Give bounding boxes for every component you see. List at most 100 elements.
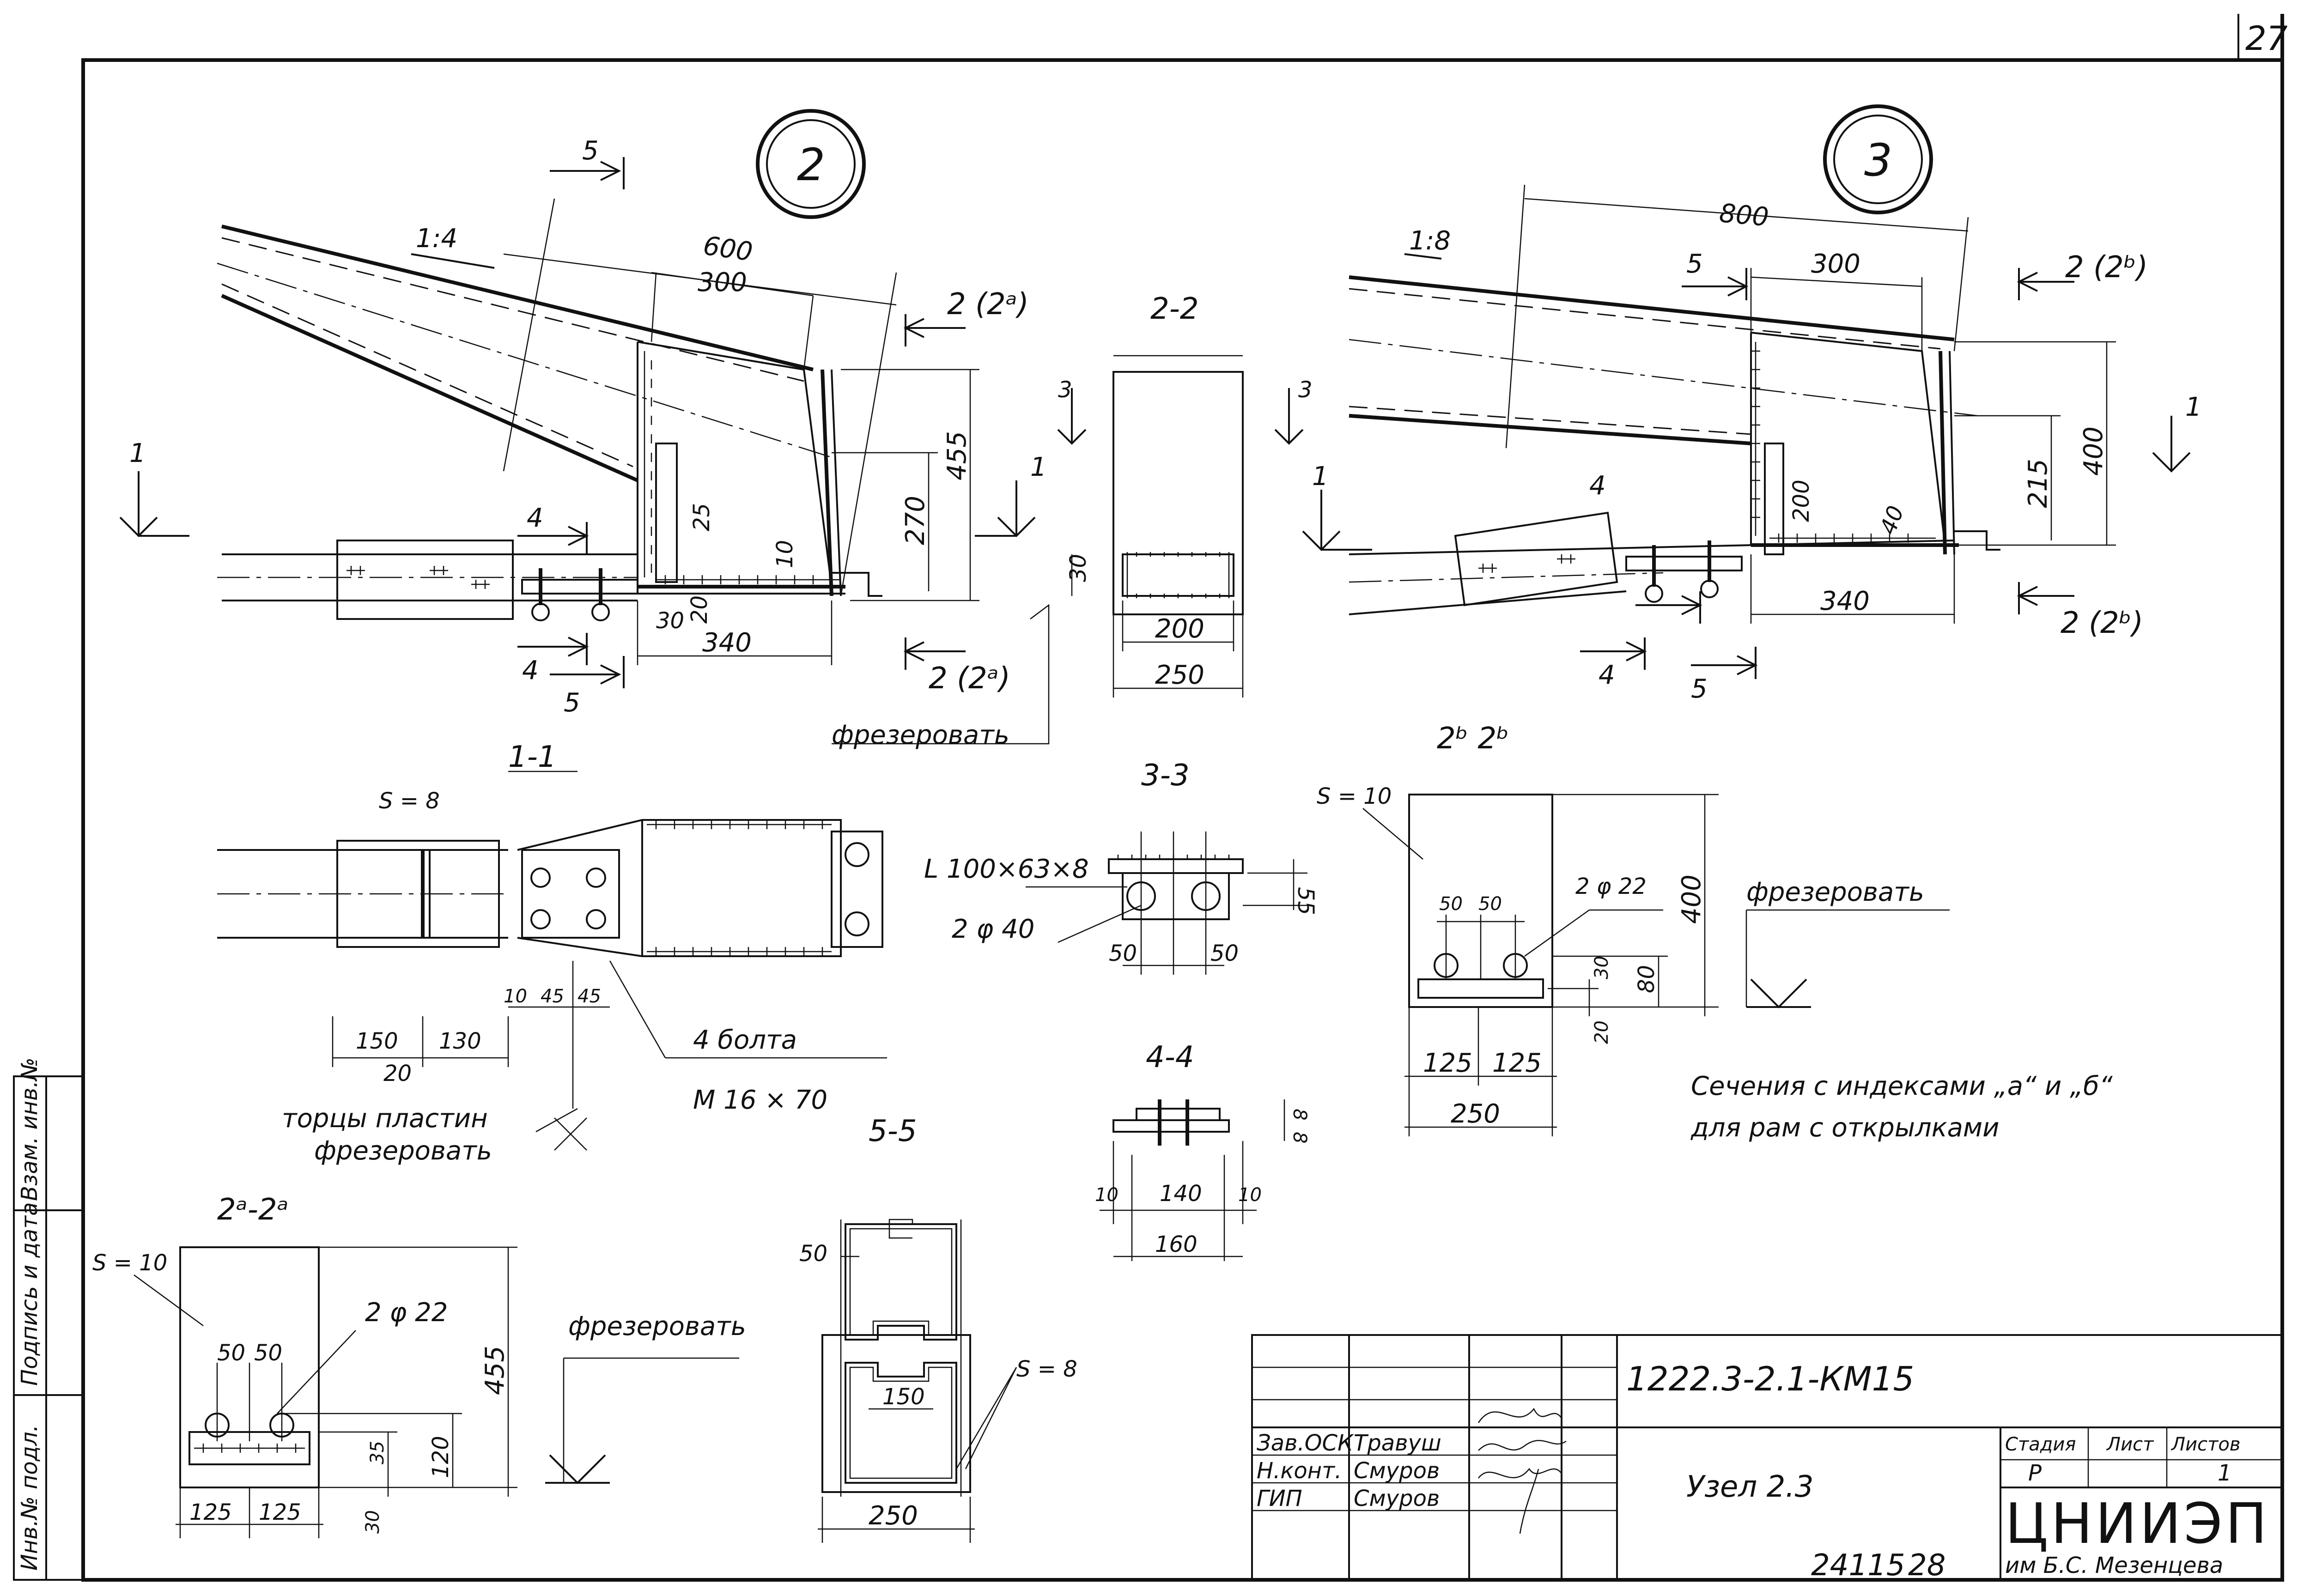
dim-300-b: 300 (1811, 249, 1860, 279)
cut-5-top-a: 5 (582, 136, 599, 166)
dim-8-44-top: 8 (1289, 1109, 1310, 1120)
doc-code: 1222.3-2.1-КМ15 (1626, 1359, 1914, 1398)
drawing-title: Узел 2.3 (1686, 1470, 1813, 1504)
section-5-5 (818, 1219, 1017, 1543)
cut-1-right-b: 1 (2185, 392, 2202, 422)
role-1: Зав.ОСК (1257, 1430, 1354, 1456)
dim-45-right: 45 (578, 986, 601, 1007)
cut-3-right: 3 (1298, 377, 1313, 403)
dim-270-a: 270 (900, 496, 930, 545)
dim-125-2a-right: 125 (259, 1499, 301, 1525)
dim-120: 120 (428, 1436, 454, 1478)
side-stamp (13, 1075, 84, 1581)
cut-5-top-b: 5 (1686, 249, 1703, 279)
thickness-s8-a: S = 8 (379, 788, 440, 814)
cut-3-left: 3 (1058, 377, 1072, 403)
note-angle: L 100×63×8 (924, 854, 1089, 884)
node-2-elevation (119, 157, 1050, 745)
dim-250-2b: 250 (1451, 1099, 1500, 1129)
note-plate-ends: торцы пластин (282, 1104, 488, 1134)
dim-30-22: 30 (1065, 554, 1091, 582)
section-3-3 (1026, 831, 1307, 975)
note-bolt-size: М 16 × 70 (693, 1085, 827, 1115)
dim-140: 140 (1160, 1181, 1202, 1207)
dim-80: 80 (1634, 965, 1660, 993)
section-title-1-1: 1-1 (508, 740, 557, 774)
section-2b-2b (1362, 794, 1950, 1136)
node-label-3: 3 (1864, 134, 1892, 186)
cut-1-right-a: 1 (1030, 452, 1047, 482)
dim-200-22: 200 (1155, 614, 1204, 644)
name-1: Травуш (1354, 1430, 1441, 1456)
dim-20-a: 20 (687, 595, 712, 624)
role-3: ГИП (1257, 1486, 1302, 1511)
dim-30-2a: 30 (362, 1510, 383, 1534)
sheets-value: 1 (2218, 1460, 2232, 1486)
node-marker-3 (1823, 104, 1933, 214)
dim-600-a: 600 (701, 231, 754, 267)
section-title-5-5: 5-5 (869, 1114, 917, 1148)
title-block (1251, 1334, 2283, 1581)
stage-value: Р (2028, 1460, 2042, 1486)
dim-800: 800 (1718, 198, 1770, 232)
dim-30-2b: 30 (1591, 956, 1612, 979)
name-2: Смуров (1354, 1458, 1440, 1484)
note-bolts: 4 болта (693, 1025, 797, 1055)
cut-5-bottom-b: 5 (1691, 674, 1708, 704)
dim-8-44-bottom: 8 (1289, 1132, 1310, 1143)
sections-note-line-1: Сечения с индексами „а“ и „б“ (1691, 1071, 2113, 1101)
dim-200-b: 200 (1788, 479, 1814, 522)
cut-4-top-a: 4 (527, 503, 543, 533)
sheet-label: Лист (2106, 1434, 2154, 1455)
note-mill-b: фрезеровать (1746, 877, 1924, 907)
dim-25: 25 (689, 503, 715, 531)
dim-50-33-right: 50 (1210, 941, 1239, 966)
thickness-s8-b: S = 8 (1016, 1356, 1077, 1382)
cut-2a-bottom: 2 (2ᵃ) (929, 661, 1010, 696)
role-2: Н.конт. (1257, 1458, 1342, 1484)
dim-10-11: 10 (504, 986, 527, 1007)
archive-number: 24115 (1811, 1548, 1905, 1583)
note-holes-40: 2 φ 40 (952, 914, 1034, 944)
dim-250-55: 250 (869, 1501, 918, 1531)
thickness-s10-a: S = 10 (92, 1250, 167, 1276)
cut-4-bottom-b: 4 (1599, 660, 1615, 690)
section-2-2 (1057, 355, 1304, 698)
dim-150: 150 (356, 1028, 398, 1054)
dim-35: 35 (367, 1441, 388, 1464)
slope-1-8: 1:8 (1409, 226, 1451, 256)
dim-45-left: 45 (541, 986, 564, 1007)
cut-1-left-a: 1 (129, 438, 146, 468)
dim-30-a: 30 (656, 608, 684, 634)
dim-50-b-right: 50 (1478, 893, 1502, 915)
stamp-inv-orig: Инв.№ подл. (17, 1425, 43, 1571)
dim-50-a-right: 50 (254, 1340, 282, 1366)
section-title-2a: 2ᵃ-2ᵃ (217, 1193, 289, 1227)
org-name: ЦНИИЭП (2005, 1492, 2270, 1556)
name-3: Смуров (1354, 1486, 1440, 1511)
cut-1-left-b: 1 (1312, 461, 1329, 492)
dim-10-a: 10 (772, 540, 798, 568)
note-holes-22-b: 2 φ 22 (1575, 874, 1647, 899)
dim-130: 130 (439, 1028, 481, 1054)
dim-10-44-left: 10 (1095, 1184, 1119, 1206)
note-mill-a: фрезеровать (832, 720, 1009, 750)
dim-50-55: 50 (799, 1241, 827, 1267)
section-title-2-2: 2-2 (1150, 292, 1199, 326)
dim-250-22: 250 (1155, 660, 1204, 690)
sheet-frame (81, 14, 2284, 1582)
dim-455-a: 455 (942, 431, 972, 480)
dim-400-b: 400 (2079, 426, 2109, 476)
cut-4-bottom-a: 4 (522, 655, 539, 686)
dim-150-55: 150 (882, 1384, 925, 1410)
note-mill-2a: фрезеровать (568, 1311, 746, 1341)
dim-125-2a-left: 125 (189, 1499, 232, 1525)
dim-125-2b-left: 125 (1423, 1048, 1472, 1078)
section-title-4-4: 4-4 (1146, 1040, 1194, 1074)
section-1-1 (217, 771, 887, 1151)
dim-50-a-left: 50 (217, 1340, 245, 1366)
sheets-label: Листов (2170, 1434, 2240, 1455)
dim-215: 215 (2023, 459, 2053, 508)
dim-50-33-left: 50 (1109, 941, 1137, 966)
dim-50-b-left: 50 (1439, 893, 1463, 915)
